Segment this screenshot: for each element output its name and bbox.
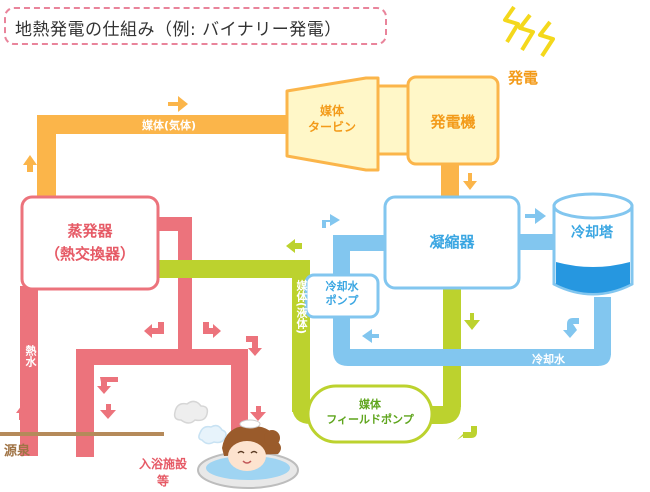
medium-liquid-label: 媒体(液体) [295, 280, 308, 335]
arrow-corner-icon [457, 426, 477, 440]
steam-cloud [173, 400, 209, 424]
evaporator-label-line1: 蒸発器 [67, 222, 113, 240]
ground-line [0, 432, 164, 436]
cooling-water-pump-box [304, 273, 380, 319]
medium-gas-pipes [37, 115, 459, 199]
arrow-down-icon [250, 406, 266, 421]
turbine-label-line2: タービン [307, 120, 356, 135]
arrow-corner-icon [246, 336, 262, 356]
face [228, 441, 266, 471]
medium-gas-pipe-up [37, 115, 56, 199]
arrow-down-icon [463, 173, 477, 190]
hot-water-label: 熱水 [24, 345, 37, 367]
bathing-facility-label: 入浴施設 等 [128, 456, 198, 490]
hot-water-pipe-top [76, 349, 248, 365]
arrow-up-icon [23, 310, 37, 327]
hair-bun [264, 430, 280, 446]
arrow-up-icon [23, 155, 37, 172]
arrow-down-icon [464, 313, 480, 330]
steam-cloud [198, 424, 227, 445]
feed-pump-label-line2: フィールドポンプ [326, 412, 414, 426]
feed-pump-box [306, 384, 434, 444]
arrow-right-icon [168, 96, 188, 112]
arrow-corner-icon [144, 322, 164, 338]
turbine-label-line1: 媒体 [319, 104, 344, 118]
condenser-drain-pipe [443, 287, 461, 407]
cooling-tower-water [556, 262, 630, 293]
bathing-person [173, 400, 299, 489]
cooling-water-pipe-to-tower [518, 234, 554, 250]
cooling-water-pump-label: 冷却水 ポンプ [306, 280, 378, 309]
hot-water-pipe-evap-down [178, 217, 192, 357]
lightning-icon [503, 5, 555, 58]
medium-gas-label: 媒体(気体) [142, 119, 197, 132]
feed-pump-label: 媒体 フィールドポンプ [308, 398, 432, 428]
turbine-label: 媒体 タービン [297, 103, 367, 135]
source-label: 源泉 [4, 444, 31, 459]
turbine-shape [285, 76, 380, 172]
feed-pump-label-line1: 媒体 [359, 398, 381, 411]
condenser-box [383, 195, 521, 290]
evaporator-box [20, 195, 160, 291]
arrow-right-icon [322, 214, 340, 228]
cooling-water-pipe-left-top [333, 235, 386, 251]
generator-label: 発電機 [430, 113, 476, 131]
cooling-water-pump-label-line1: 冷却水 [325, 280, 359, 293]
arrow-corner-icon [203, 322, 221, 338]
cooling-water-pipe-bottom [333, 312, 611, 366]
evaporator-label: 蒸発器 （熱交換器） [22, 220, 158, 267]
title-box [4, 7, 387, 45]
arrow-corner-icon [563, 318, 579, 338]
generator-box [406, 75, 500, 166]
arrow-corner-icon [97, 377, 118, 394]
arrow-left-icon [362, 329, 379, 343]
diagram-title: 地熱発電の仕組み（例: バイナリー発電） [15, 20, 342, 40]
medium-liquid-pipe-top [158, 260, 310, 278]
arrow-up-icon [16, 405, 28, 420]
turbine-shaft [376, 84, 410, 156]
condenser-label: 凝縮器 [429, 233, 475, 251]
cooling-water-label: 冷却水 [532, 353, 565, 366]
hot-water-pipe-left-down [76, 349, 94, 457]
generator-to-condenser-pipe [441, 163, 459, 198]
power-generation-label: 発電 [508, 69, 539, 87]
cooling-tower [552, 192, 634, 296]
cooling-tower-label: 冷却塔 [571, 225, 613, 241]
arrow-right-icon [525, 208, 546, 224]
medium-gas-pipe-top [37, 115, 290, 134]
arrow-left-icon [286, 239, 302, 253]
flow-arrows [16, 96, 579, 440]
arrow-down-icon [100, 404, 116, 419]
bathing-facility-label-line2: 等 [156, 473, 169, 488]
evaporator-label-line2: （熱交換器） [44, 245, 135, 264]
bathing-facility-label-line1: 入浴施設 [138, 457, 187, 471]
towel [239, 419, 261, 429]
cooling-water-pump-label-line2: ポンプ [325, 294, 359, 308]
